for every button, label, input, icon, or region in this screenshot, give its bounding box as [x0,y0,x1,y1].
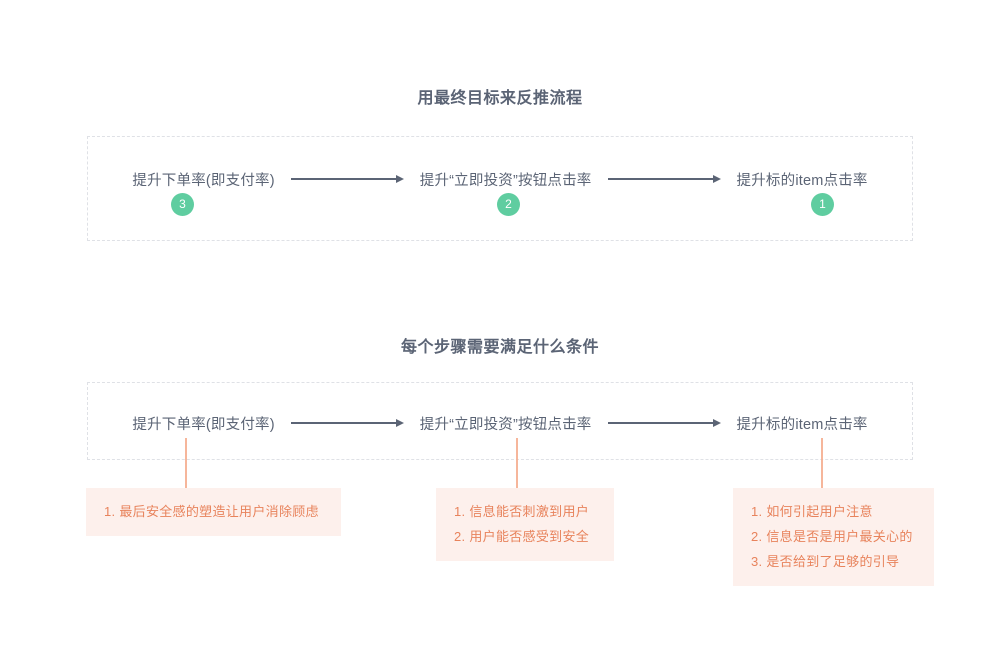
section-title-conditions: 每个步骤需要满足什么条件 [400,339,599,356]
condition-card-2: 1. 信息能否刺激到用户 2. 用户能否感受到安全 [436,488,614,561]
flow-row-conditions: 提升下单率(即支付率) 提升“立即投资”按钮点击率 提升标的item点击率 [87,404,913,442]
condition-item: 2. 用户能否感受到安全 [454,529,590,544]
arrow-right-icon-3 [290,419,404,427]
step-badge-3: 3 [171,193,194,216]
arrow-right-icon-4 [607,419,721,427]
arrow-right-icon-2 [607,175,721,183]
flow-container-conditions [87,382,913,460]
condition-item: 3. 是否给到了足够的引导 [751,554,900,569]
condition-item: 2. 信息是否是用户最关心的 [751,529,913,544]
condition-item: 1. 如何引起用户注意 [751,504,873,519]
flow-container-goal [87,136,913,241]
condition-item: 1. 信息能否刺激到用户 [454,504,590,519]
condition-card-3: 1. 如何引起用户注意 2. 信息是否是用户最关心的 3. 是否给到了足够的引导 [733,488,934,586]
condition-node-label-3: 提升标的item点击率 [736,416,868,433]
connector-line-3 [821,438,823,490]
condition-item: 1. 最后安全感的塑造让用户消除顾虑 [104,504,319,519]
section-title-goal-flow: 用最终目标来反推流程 [417,90,583,107]
condition-node-label-2: 提升“立即投资”按钮点击率 [419,416,592,433]
flow-badge-row: 3 2 1 [87,193,913,219]
step-badge-1: 1 [811,193,834,216]
flow-node-label-2: 提升“立即投资”按钮点击率 [419,172,592,189]
flow-node-label-1: 提升下单率(即支付率) [132,172,275,189]
flow-node-label-3: 提升标的item点击率 [736,172,868,189]
step-badge-2: 2 [497,193,520,216]
connector-line-1 [185,438,187,490]
flow-row-goal: 提升下单率(即支付率) 提升“立即投资”按钮点击率 提升标的item点击率 [87,160,913,198]
condition-node-label-1: 提升下单率(即支付率) [132,416,275,433]
condition-card-1: 1. 最后安全感的塑造让用户消除顾虑 [86,488,341,536]
connector-line-2 [516,438,518,490]
arrow-right-icon-1 [290,175,404,183]
